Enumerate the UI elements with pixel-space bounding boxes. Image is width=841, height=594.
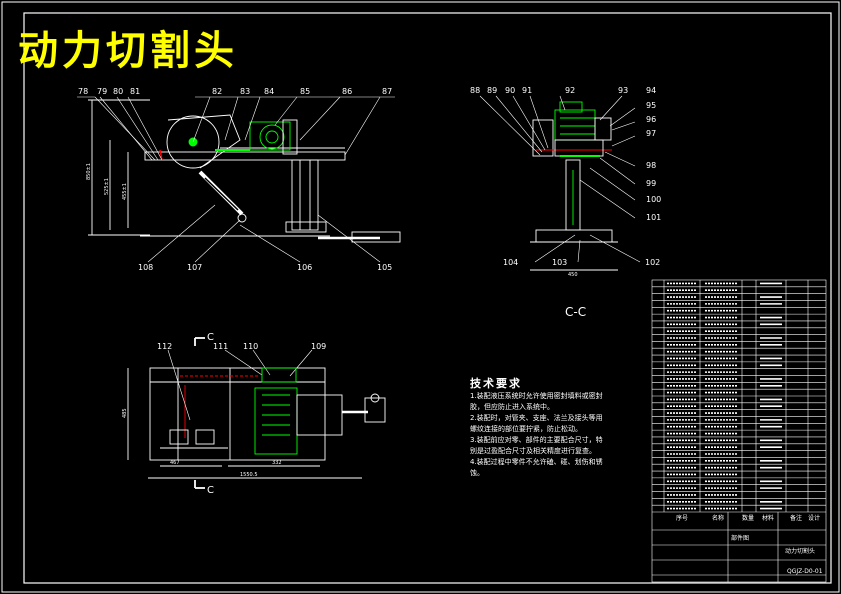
- callout-78: 78: [78, 87, 88, 96]
- drawing-title: 动力切割头: [18, 28, 238, 74]
- callout-81: 81: [130, 87, 140, 96]
- callout-108: 108: [138, 263, 153, 272]
- callout-97: 97: [646, 129, 656, 138]
- front-view: [77, 96, 401, 263]
- callout-100: 100: [646, 195, 661, 204]
- callout-98: 98: [646, 161, 656, 170]
- notes-line: 3.装配前应对零、部件的主要配合尺寸，特: [470, 436, 603, 444]
- callout-105: 105: [377, 263, 392, 272]
- side-callouts: 88 89 90 91 92 93 94 95 96 97 98 99 100 …: [470, 86, 661, 267]
- callout-79: 79: [97, 87, 107, 96]
- callout-103: 103: [552, 258, 567, 267]
- plan-dimensions: 467 332 1550.5 485: [122, 408, 282, 478]
- dim-332: 332: [272, 460, 282, 466]
- parts-list: [651, 279, 827, 583]
- callout-89: 89: [487, 86, 497, 95]
- callout-85: 85: [300, 87, 310, 96]
- notes-heading: 技术要求: [470, 377, 522, 390]
- callout-106: 106: [297, 263, 312, 272]
- designer-label: 设计: [808, 514, 820, 522]
- callout-87: 87: [382, 87, 392, 96]
- section-mark-top: C: [207, 332, 214, 343]
- callout-83: 83: [240, 87, 250, 96]
- dim-455: 455±1: [122, 183, 128, 200]
- dim-485: 485: [122, 408, 128, 418]
- callout-92: 92: [565, 86, 575, 95]
- header-qty: 数量: [742, 514, 754, 522]
- technical-requirements: 技术要求 1.装配液压系统时允许使用密封填料或密封 胶，但应防止进入系统中。 2…: [470, 378, 660, 479]
- plan-view: [127, 337, 386, 489]
- notes-line: 蚀。: [470, 469, 484, 477]
- notes-line: 螺纹连接的部位要拧紧，防止松动。: [470, 425, 582, 433]
- bom-frame: [651, 279, 827, 583]
- dim-850: 850±1: [86, 163, 92, 180]
- callout-88: 88: [470, 86, 480, 95]
- header-no: 序号: [676, 514, 688, 522]
- notes-line: 4.装配过程中零件不允许磕、碰、划伤和锈: [470, 458, 603, 466]
- header-name: 名称: [712, 514, 724, 522]
- callout-111: 111: [213, 342, 228, 351]
- notes-line: 别是过盈配合尺寸及相关精度进行复查。: [470, 447, 596, 455]
- drawing-name: 动力切割头: [785, 547, 815, 555]
- front-callouts: 78 79 80 81 82 83 84 85 86 87 108 107 10…: [78, 87, 392, 272]
- callout-102: 102: [645, 258, 660, 267]
- callout-95: 95: [646, 101, 656, 110]
- dim-525: 525±1: [104, 178, 110, 195]
- assembly-label: 部件图: [731, 534, 749, 542]
- notes-line: 1.装配液压系统时允许使用密封填料或密封: [470, 392, 603, 400]
- callout-82: 82: [212, 87, 222, 96]
- section-label: C-C: [565, 305, 586, 319]
- inner-frame: [23, 12, 832, 584]
- header-remark: 备注: [790, 514, 802, 522]
- callout-80: 80: [113, 87, 123, 96]
- callout-107: 107: [187, 263, 202, 272]
- callout-104: 104: [503, 258, 518, 267]
- drawing-number: QGJZ-D0-01: [787, 568, 823, 575]
- callout-90: 90: [505, 86, 515, 95]
- callout-109: 109: [311, 342, 326, 351]
- callout-86: 86: [342, 87, 352, 96]
- dim-467: 467: [170, 460, 180, 466]
- notes-line: 2.装配时，对管夹、支座、法兰及接头等用: [470, 414, 603, 422]
- section-mark-bottom: C: [207, 485, 214, 496]
- callout-94: 94: [646, 86, 656, 95]
- dim-side-width: 450: [568, 272, 578, 278]
- front-dimensions: 850±1 525±1 455±1: [86, 163, 128, 200]
- title-block: 部件图 动力切割头 QGJZ-D0-01 设计 序号 名称 数量 材料 备注: [676, 514, 823, 575]
- notes-line: 胶，但应防止进入系统中。: [470, 403, 554, 411]
- callout-99: 99: [646, 179, 656, 188]
- callout-91: 91: [522, 86, 532, 95]
- callout-84: 84: [264, 87, 274, 96]
- callout-101: 101: [646, 213, 661, 222]
- dim-1550: 1550.5: [240, 472, 258, 478]
- callout-96: 96: [646, 115, 656, 124]
- header-material: 材料: [762, 514, 774, 522]
- callout-93: 93: [618, 86, 628, 95]
- side-view: [479, 95, 641, 271]
- callout-110: 110: [243, 342, 258, 351]
- plan-callouts: 112 111 110 109 C C: [157, 332, 326, 496]
- callout-112: 112: [157, 342, 172, 351]
